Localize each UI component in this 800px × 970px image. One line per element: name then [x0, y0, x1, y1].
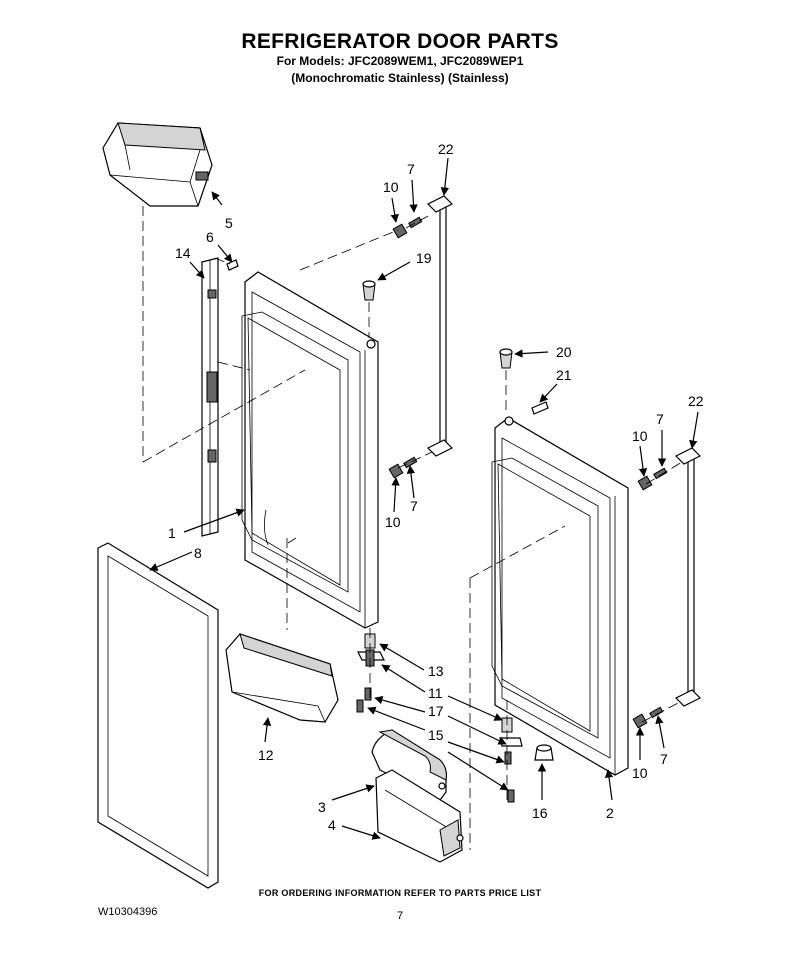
callout-20: 20: [556, 344, 572, 360]
leader-lines: [149, 157, 699, 840]
callout-7: 7: [407, 161, 415, 177]
callout-10: 10: [383, 179, 399, 195]
callout-11: 11: [428, 685, 443, 701]
callout-10: 10: [385, 514, 401, 530]
door-handle-right-part: [674, 447, 702, 707]
callout-5: 5: [225, 215, 233, 231]
callout-10: 10: [632, 428, 648, 444]
callout-numbers: 5 6 14 10 7 22 19 20 21 10 7 22 7 10 1 8…: [168, 141, 704, 833]
callout-22: 22: [438, 141, 454, 157]
door-bin-upper-part: [102, 122, 213, 207]
models-line: For Models: JFC2089WEM1, JFC2089WEP1: [276, 54, 524, 68]
callout-15: 15: [428, 727, 444, 743]
left-door-part: [241, 271, 379, 629]
cover-part: [371, 729, 447, 801]
callout-6: 6: [206, 229, 214, 245]
callout-21: 21: [556, 367, 572, 383]
callout-17: 17: [428, 703, 444, 719]
callout-22: 22: [688, 393, 704, 409]
callout-7: 7: [410, 498, 418, 514]
page-title: REFRIGERATOR DOOR PARTS: [241, 30, 559, 53]
door-channel-strip-part: [201, 257, 239, 537]
callout-7: 7: [656, 411, 664, 427]
callout-13: 13: [428, 663, 444, 679]
finish-line: (Monochromatic Stainless) (Stainless): [291, 71, 509, 85]
callout-4: 4: [328, 817, 336, 833]
page-number: 7: [396, 910, 404, 922]
callout-7: 7: [660, 751, 668, 767]
callout-2: 2: [606, 805, 614, 821]
callout-12: 12: [258, 747, 274, 763]
callout-8: 8: [194, 545, 202, 561]
callout-3: 3: [318, 799, 326, 815]
document-number: W10304396: [98, 906, 158, 918]
right-door-part: [491, 416, 629, 776]
callout-14: 14: [175, 245, 191, 261]
callout-16: 16: [532, 805, 548, 821]
ordering-note: FOR ORDERING INFORMATION REFER TO PARTS …: [258, 888, 542, 898]
door-handle-left-part: [426, 195, 454, 457]
door-bin-lower-part: [225, 633, 339, 723]
door-gasket-part: [97, 542, 219, 889]
callout-19: 19: [416, 250, 432, 266]
callout-10: 10: [632, 765, 648, 781]
callout-1: 1: [168, 525, 176, 541]
